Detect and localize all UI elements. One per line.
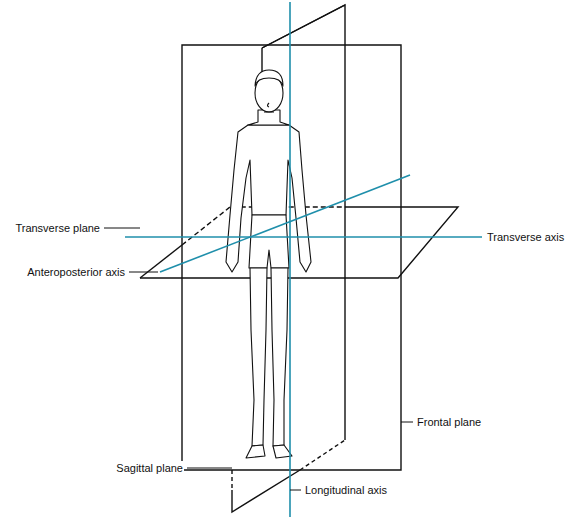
plane-axis-label: Longitudinal axis — [304, 483, 388, 497]
left-leg — [271, 268, 288, 446]
transverse-axis — [125, 236, 482, 238]
plane-axis-label: Frontal plane — [416, 415, 482, 429]
planes — [140, 5, 458, 512]
plane-axis-label: Sagittal plane — [115, 461, 184, 475]
plane-axis-label: Anteroposterior axis — [26, 265, 126, 279]
leader-line — [187, 468, 232, 469]
hair — [255, 70, 283, 86]
right-leg — [250, 268, 267, 446]
leader-line — [129, 272, 158, 273]
left-foot — [273, 445, 292, 458]
plane-axis-label: Transverse axis — [486, 230, 565, 244]
leader-line — [104, 228, 140, 229]
right-foot — [246, 445, 265, 458]
leader-lines — [104, 228, 413, 490]
frontal-plane — [182, 45, 401, 470]
face — [264, 103, 274, 112]
longitudinal-axis — [289, 2, 291, 517]
anteroposterior-axis — [160, 175, 410, 272]
axes — [125, 2, 482, 517]
plane-axis-label: Transverse plane — [14, 221, 101, 235]
transverse-plane-edge — [140, 245, 182, 278]
shorts — [249, 215, 289, 268]
leader-line — [290, 490, 301, 491]
torso-and-arms — [226, 125, 311, 272]
sagittal-plane-top — [262, 5, 345, 48]
leader-line — [401, 422, 413, 423]
human-figure — [226, 70, 311, 458]
